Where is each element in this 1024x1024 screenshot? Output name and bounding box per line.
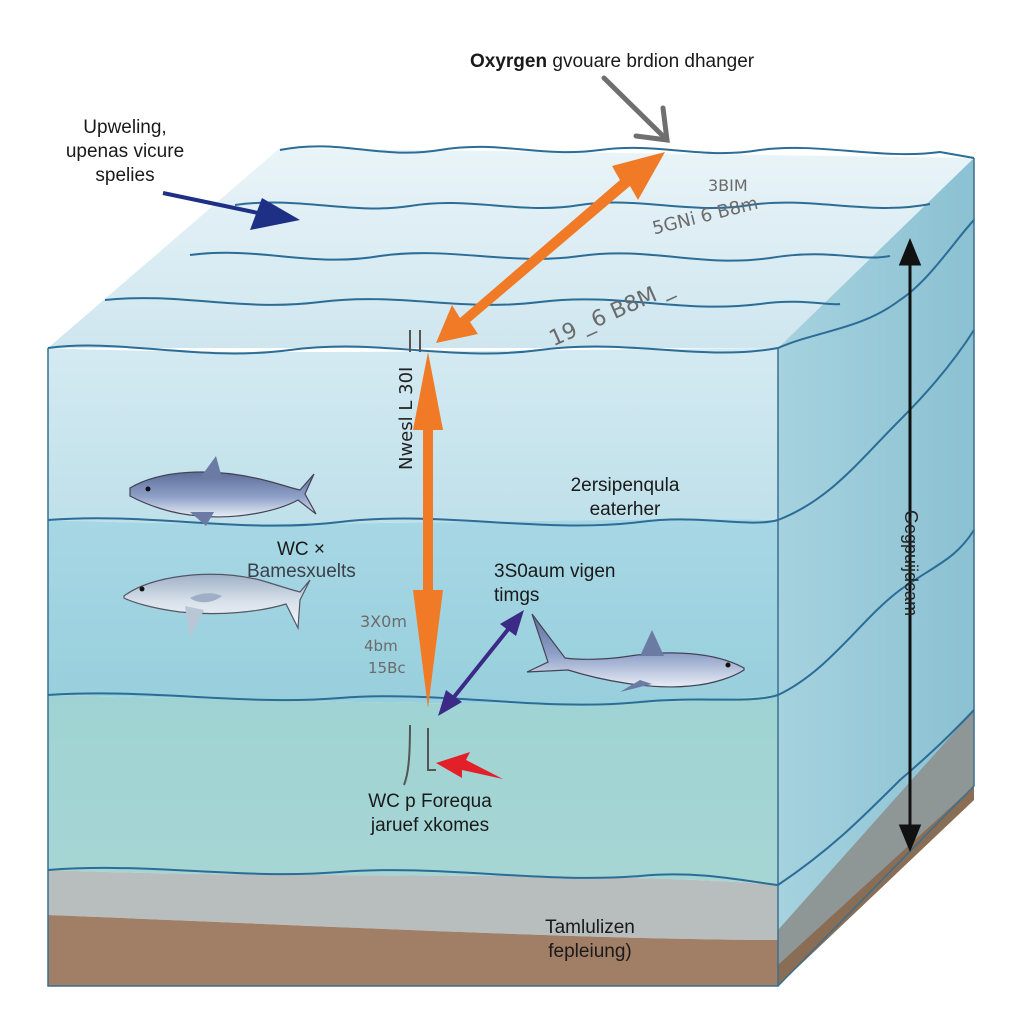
layer-sediment — [48, 870, 778, 940]
shark-icon — [526, 613, 745, 692]
upwelling-line-2: upenas vicure — [65, 141, 185, 162]
purple-double-arrow — [438, 610, 524, 716]
mid-left-label-2: Bamesxuelts — [247, 561, 356, 582]
depth-double-arrow — [898, 238, 922, 852]
bottom-line-2: fepleiung) — [548, 941, 632, 962]
oxygen-mid-line-2: timgs — [494, 585, 540, 606]
middle-right-line-1: 2ersipenqula — [570, 475, 680, 496]
oxygen-diagonal-arrow — [436, 152, 665, 343]
diagram-title: Oxyrgen gvouare brdion dhanger — [470, 50, 754, 74]
upwelling-line-1: Upweling, — [83, 117, 167, 138]
title-rest: gvouare brdion dhanger — [552, 51, 755, 72]
shark-icon — [129, 456, 317, 526]
title-bold: Oxyrgen — [470, 51, 548, 72]
side-sediment — [778, 710, 974, 986]
depth-number-2: 4bm — [364, 637, 398, 655]
depth-number-3: 15Bc — [368, 659, 406, 677]
depth-number-1: 3X0m — [360, 612, 407, 631]
mid-left-label-1: WC × — [277, 539, 326, 560]
right-vertical-label: Gegpuijdcam — [901, 510, 921, 617]
bottom-label: Tamlulizen fepleiung) — [500, 916, 680, 964]
bracket-marks — [403, 330, 436, 786]
upwelling-label: Upweling, upenas vicure spelies — [40, 116, 210, 188]
layer-deep — [48, 695, 778, 885]
surface-value-1: 3BIM — [708, 176, 748, 195]
wave-lines — [47, 145, 975, 886]
upper-vertical-label: Nwesl L 30I — [396, 366, 417, 470]
fish-icon — [123, 573, 311, 638]
bottom-line-1: Tamlulizen — [545, 917, 635, 938]
red-arrow — [436, 752, 503, 779]
layer-seabed — [48, 915, 778, 986]
upwelling-line-3: spelies — [95, 165, 155, 186]
title-pointer-arrow — [601, 75, 670, 143]
oxygen-vertical-arrow — [413, 352, 443, 708]
middle-right-line-2: eaterher — [589, 499, 661, 520]
lower-left-label: WC p Forequa jaruef xkomes — [340, 790, 520, 838]
oxygen-mid-label: 3S0aum vigen timgs — [494, 560, 615, 608]
upwelling-arrow — [162, 191, 300, 230]
layer-middle — [48, 519, 778, 704]
lower-left-line-1: WC p Forequa — [368, 791, 492, 812]
middle-right-label: 2ersipenqula eaterher — [540, 474, 710, 522]
oxygen-mid-line-1: 3S0aum vigen — [494, 561, 616, 582]
water-surface-top — [48, 148, 974, 348]
lower-left-line-2: jaruef xkomes — [370, 815, 490, 836]
